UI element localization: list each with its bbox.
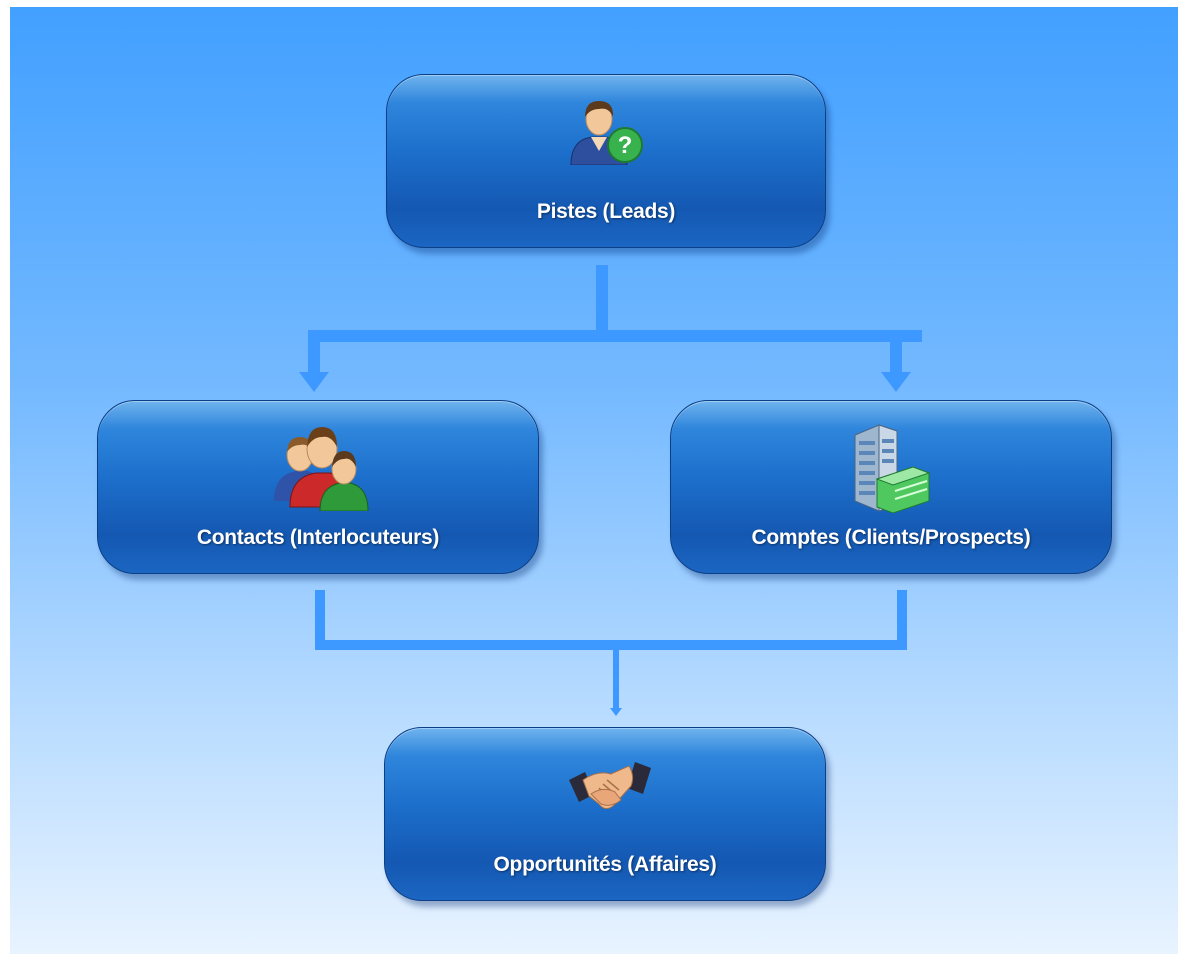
node-accounts: Comptes (Clients/Prospects) [670, 400, 1112, 574]
arrow-to-accounts [881, 372, 911, 392]
connector-to-accounts-stem [890, 342, 902, 372]
lead-person-question-icon: ? [565, 95, 647, 170]
connector-to-opportunities [613, 650, 619, 708]
connector-to-contacts-stem [308, 342, 320, 372]
node-accounts-label: Comptes (Clients/Prospects) [751, 526, 1031, 549]
connector-from-contacts [315, 590, 325, 650]
node-leads-label: Pistes (Leads) [536, 200, 676, 223]
arrow-to-opportunities [610, 708, 622, 716]
node-opportunities: Opportunités (Affaires) [384, 727, 826, 901]
node-contacts: Contacts (Interlocuteurs) [97, 400, 539, 574]
connector-leads-trunk [596, 265, 608, 330]
connector-bottom-bar [315, 640, 907, 650]
node-contacts-label: Contacts (Interlocuteurs) [196, 526, 440, 549]
diagram-canvas: ? Pistes (Leads) Contacts (Interlocuteur… [10, 7, 1178, 954]
arrow-to-contacts [299, 372, 329, 392]
node-opportunities-label: Opportunités (Affaires) [493, 853, 717, 876]
connector-top-bar [308, 330, 922, 342]
connector-lines [299, 265, 922, 716]
handshake-icon [569, 758, 651, 823]
node-leads: ? Pistes (Leads) [386, 74, 826, 248]
contact-group-icon [274, 419, 370, 516]
svg-text:?: ? [618, 132, 633, 159]
company-building-icon [849, 421, 931, 518]
connector-from-accounts [897, 590, 907, 650]
